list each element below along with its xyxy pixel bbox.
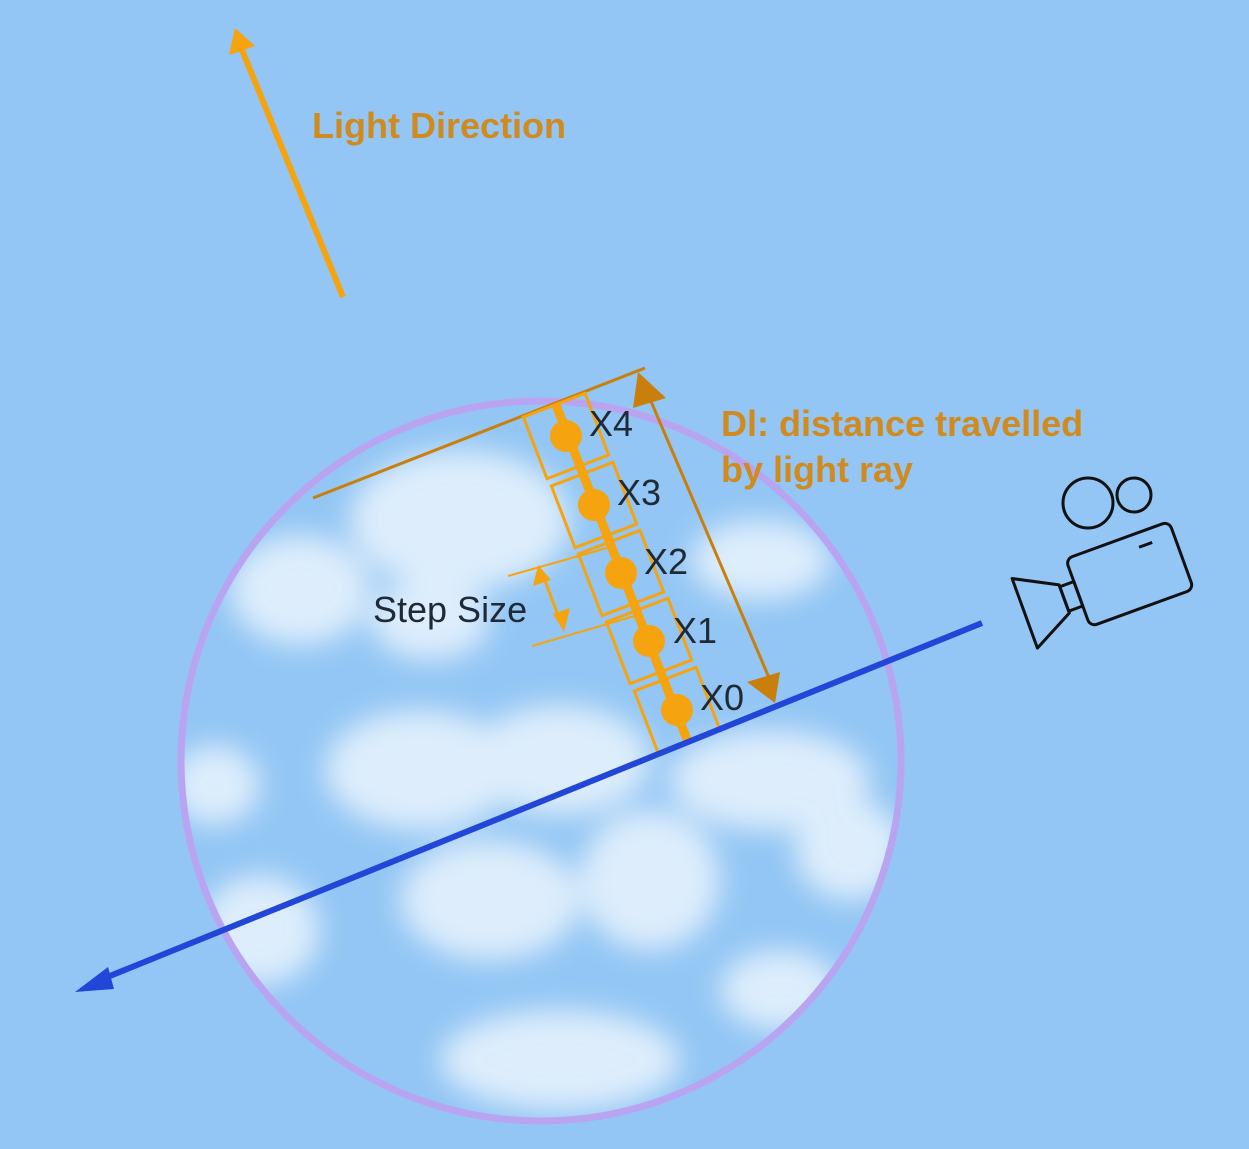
distance-label-line1: Dl: distance travelled	[721, 403, 1083, 444]
view-ray	[75, 620, 984, 992]
light-direction-arrow	[229, 28, 346, 299]
sample-label-x4: X4	[589, 403, 633, 444]
sample-label-x1: X1	[673, 610, 717, 651]
step-size-label: Step Size	[373, 589, 527, 630]
step-size-indicator	[507, 545, 639, 647]
video-camera-icon	[1010, 476, 1194, 650]
sample-label-x0: X0	[700, 677, 744, 718]
sphere-outline	[177, 397, 905, 1125]
sample-label-x2: X2	[644, 541, 688, 582]
step-box-x2	[576, 528, 666, 618]
distance-label-line2: by light ray	[721, 449, 913, 490]
sample-label-x3: X3	[617, 472, 661, 513]
distance-arrow	[633, 372, 780, 703]
sample-point-x1	[633, 625, 665, 657]
cloud-volume	[181, 450, 901, 1110]
light-direction-label: Light Direction	[312, 105, 566, 146]
top-boundary-line	[312, 366, 646, 500]
sample-point-x2	[605, 557, 637, 589]
step-box-x4	[521, 391, 611, 481]
step-box-x3	[549, 460, 639, 550]
sample-steps	[521, 391, 722, 755]
step-box-x1	[604, 596, 694, 686]
sample-point-x0	[661, 694, 693, 726]
sample-point-x3	[578, 489, 610, 521]
sample-point-x4	[550, 420, 582, 452]
